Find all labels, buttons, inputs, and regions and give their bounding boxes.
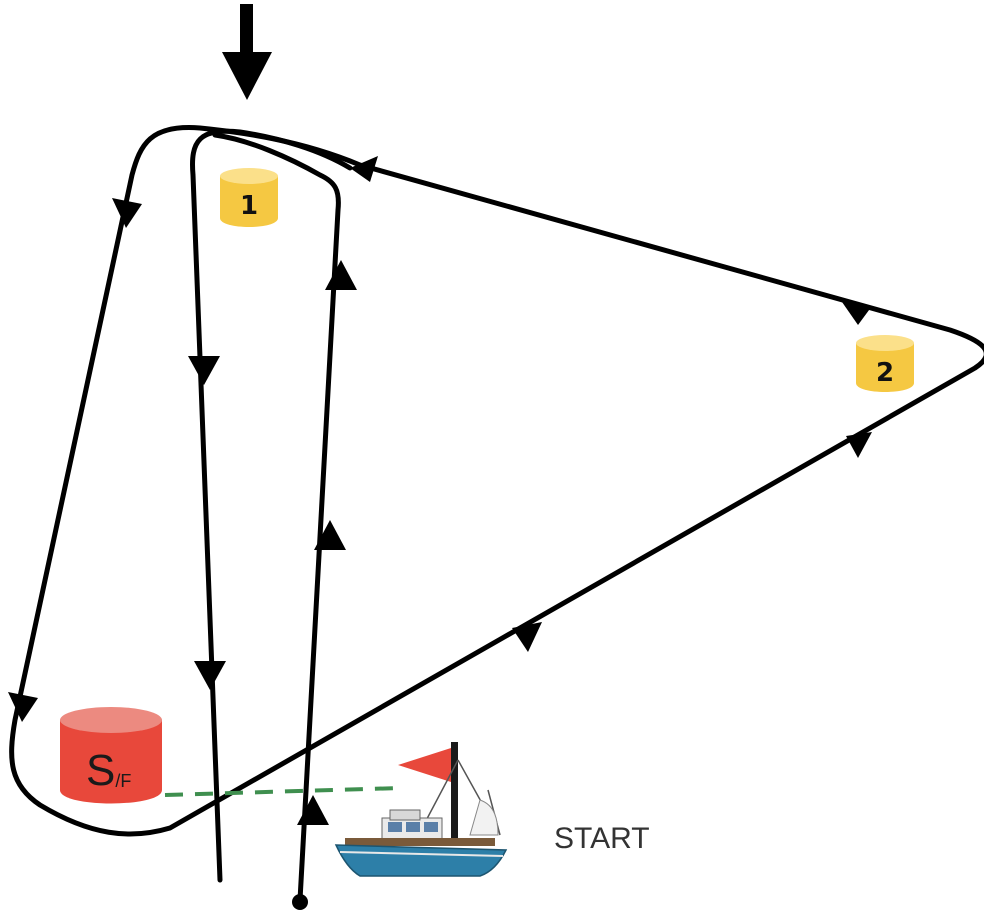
course-leg-downwind bbox=[190, 128, 353, 883]
buoy-2-label: 2 bbox=[876, 358, 894, 388]
start-label: START bbox=[554, 822, 650, 855]
arrowhead bbox=[846, 432, 872, 458]
buoy-1: 1 bbox=[220, 168, 278, 227]
boat-icon bbox=[334, 742, 508, 877]
buoy-1-label: 1 bbox=[240, 191, 258, 221]
arrowhead bbox=[842, 302, 872, 325]
course-leg-upwind bbox=[212, 132, 341, 903]
arrowhead bbox=[512, 622, 542, 652]
flag-icon bbox=[398, 748, 451, 782]
start-finish-label: S/F bbox=[86, 746, 131, 795]
course-leg-outer-left bbox=[9, 125, 984, 837]
start-line bbox=[164, 786, 401, 797]
arrowhead bbox=[8, 692, 38, 722]
arrowhead bbox=[112, 198, 142, 228]
course-arrowheads bbox=[8, 156, 872, 825]
start-pin-dot bbox=[292, 894, 308, 910]
arrowhead bbox=[194, 661, 226, 690]
arrowhead bbox=[325, 260, 357, 290]
arrowhead bbox=[314, 520, 346, 550]
course-paths bbox=[9, 125, 984, 910]
wind-arrow-icon bbox=[222, 4, 272, 100]
buoy-2: 2 bbox=[856, 335, 914, 392]
arrowhead bbox=[350, 156, 378, 182]
arrowhead bbox=[188, 356, 220, 385]
start-finish-buoy: S/F bbox=[60, 707, 162, 804]
arrowhead bbox=[297, 795, 329, 825]
